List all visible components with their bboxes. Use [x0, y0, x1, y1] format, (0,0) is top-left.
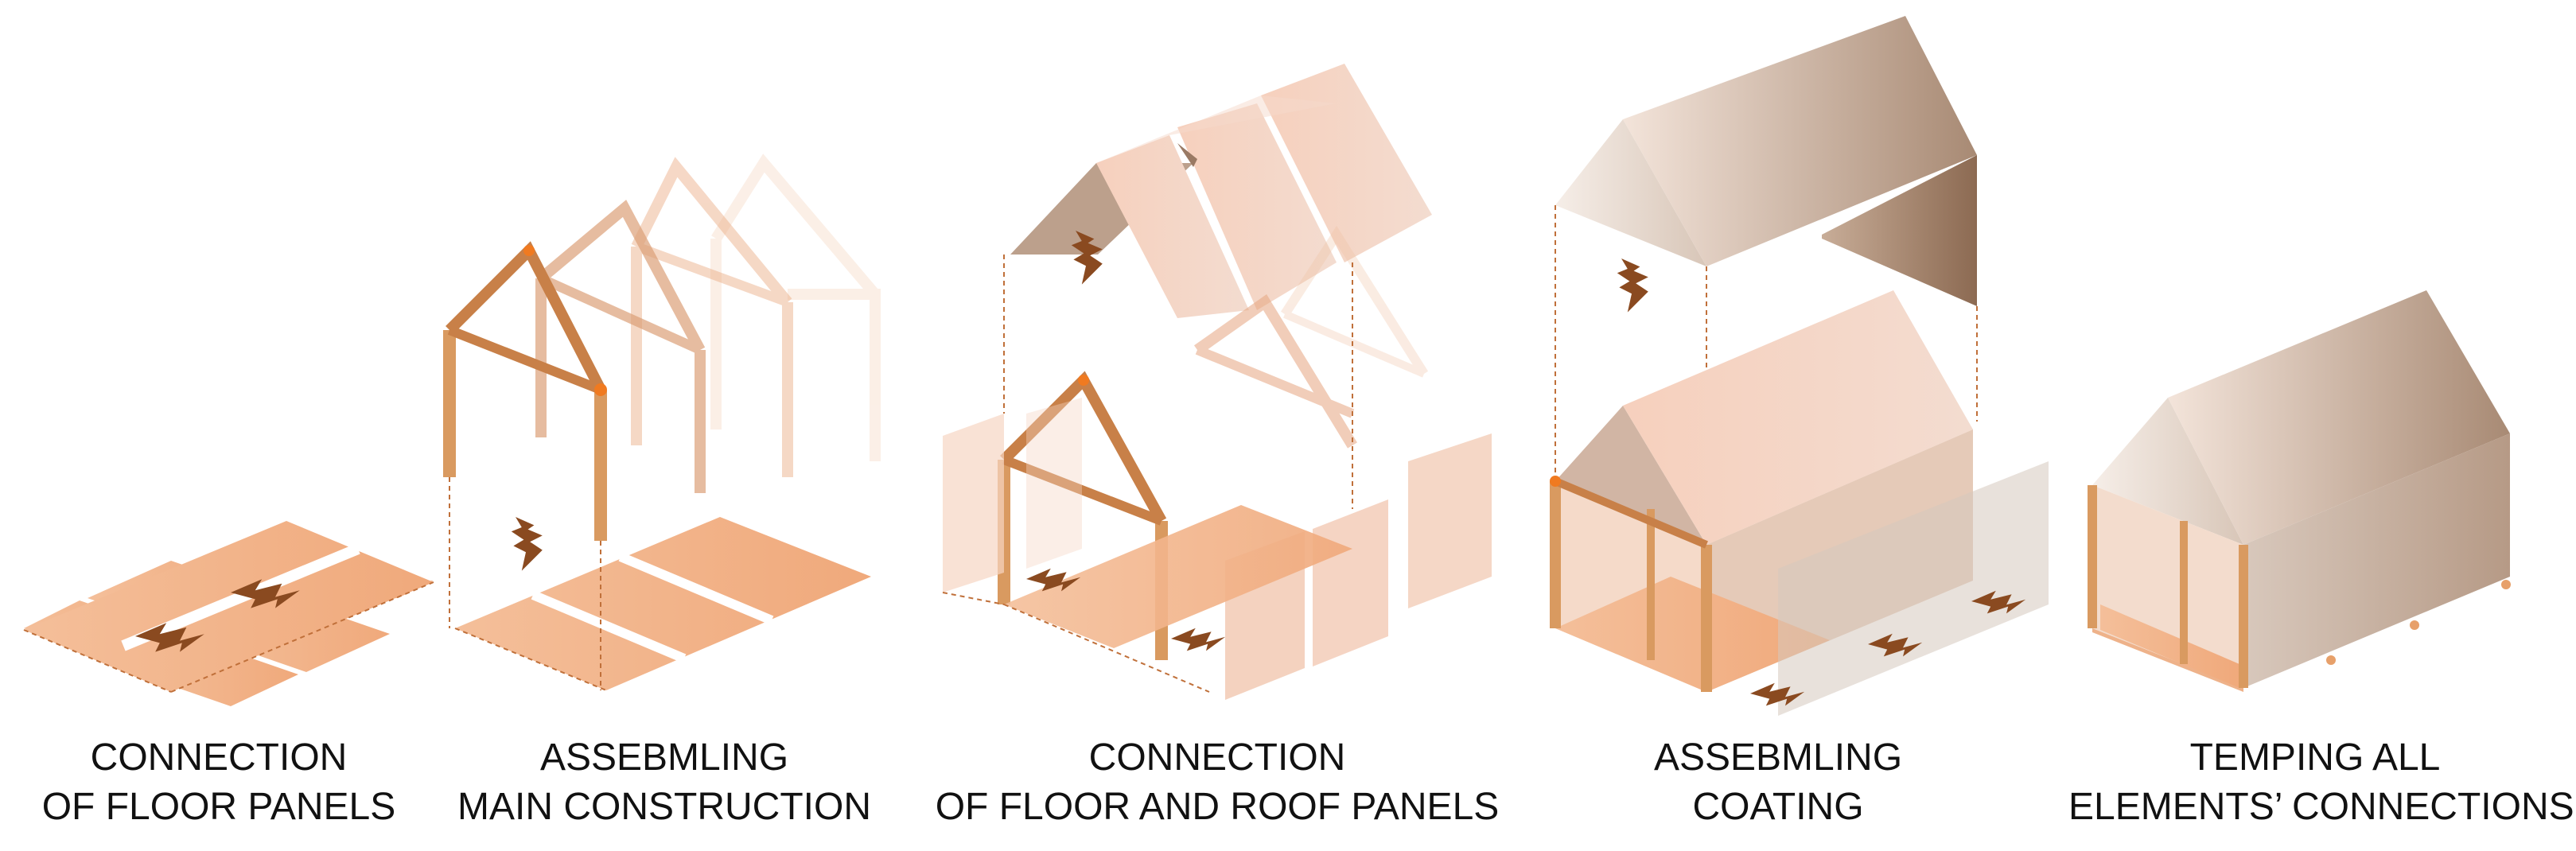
- wall-panel: [943, 414, 1004, 593]
- step-3-floor-roof-panels: [942, 64, 1492, 700]
- arrow-icon: [1171, 628, 1226, 651]
- caption-line: OF FLOOR AND ROOF PANELS: [935, 786, 1500, 828]
- wall-coating: [1778, 461, 2049, 716]
- roof: [2168, 290, 2510, 545]
- caption-line: CONNECTION: [90, 736, 348, 779]
- step-1-floor-panels: [23, 521, 434, 706]
- step-caption-4: ASSEBMLING COATING: [1591, 733, 1965, 832]
- step-caption-5: TEMPING ALL ELEMENTS’ CONNECTIONS: [2068, 733, 2574, 832]
- roof-coating: [1555, 406, 1706, 545]
- gable: [2092, 398, 2243, 545]
- main-frame: [446, 241, 606, 393]
- roof-coating: [1623, 290, 1973, 545]
- step-caption-2: ASSEBMLING MAIN CONSTRUCTION: [449, 733, 879, 832]
- floor: [2092, 628, 2243, 692]
- arrow-icon: [511, 517, 543, 571]
- floor-slab: [455, 517, 871, 690]
- floor-slab: [1555, 577, 1830, 692]
- wall-panel: [1408, 433, 1492, 608]
- step-caption-3: CONNECTION OF FLOOR AND ROOF PANELS: [931, 733, 1504, 832]
- wall-panel: [1313, 499, 1388, 666]
- roof-coating: [1623, 16, 1977, 266]
- caption-line: ELEMENTS’ CONNECTIONS: [2068, 786, 2574, 828]
- roof-panel: [1261, 64, 1432, 262]
- arrow-icon: [1617, 258, 1648, 313]
- step-4-coating: [1550, 16, 2049, 716]
- floor-slab: [1004, 505, 1352, 648]
- caption-line: ASSEBMLING: [1653, 736, 1903, 779]
- side-wall: [2243, 433, 2510, 688]
- roof-coating: [1555, 119, 1706, 266]
- caption-line: OF FLOOR PANELS: [41, 786, 396, 828]
- caption-line: MAIN CONSTRUCTION: [457, 786, 871, 828]
- roof-panel: [1177, 103, 1337, 310]
- caption-line: COATING: [1692, 786, 1864, 828]
- step-caption-1: CONNECTION OF FLOOR PANELS: [32, 733, 406, 832]
- step-5-finished-house: [2088, 290, 2511, 692]
- caption-line: ASSEBMLING: [539, 736, 789, 779]
- wall-panel: [1026, 398, 1082, 569]
- roof-coating: [1822, 155, 1977, 306]
- caption-line: TEMPING ALL: [2189, 736, 2441, 779]
- step-2-main-construction: [443, 153, 881, 691]
- caption-line: CONNECTION: [1088, 736, 1346, 779]
- roof-panel: [1096, 135, 1249, 318]
